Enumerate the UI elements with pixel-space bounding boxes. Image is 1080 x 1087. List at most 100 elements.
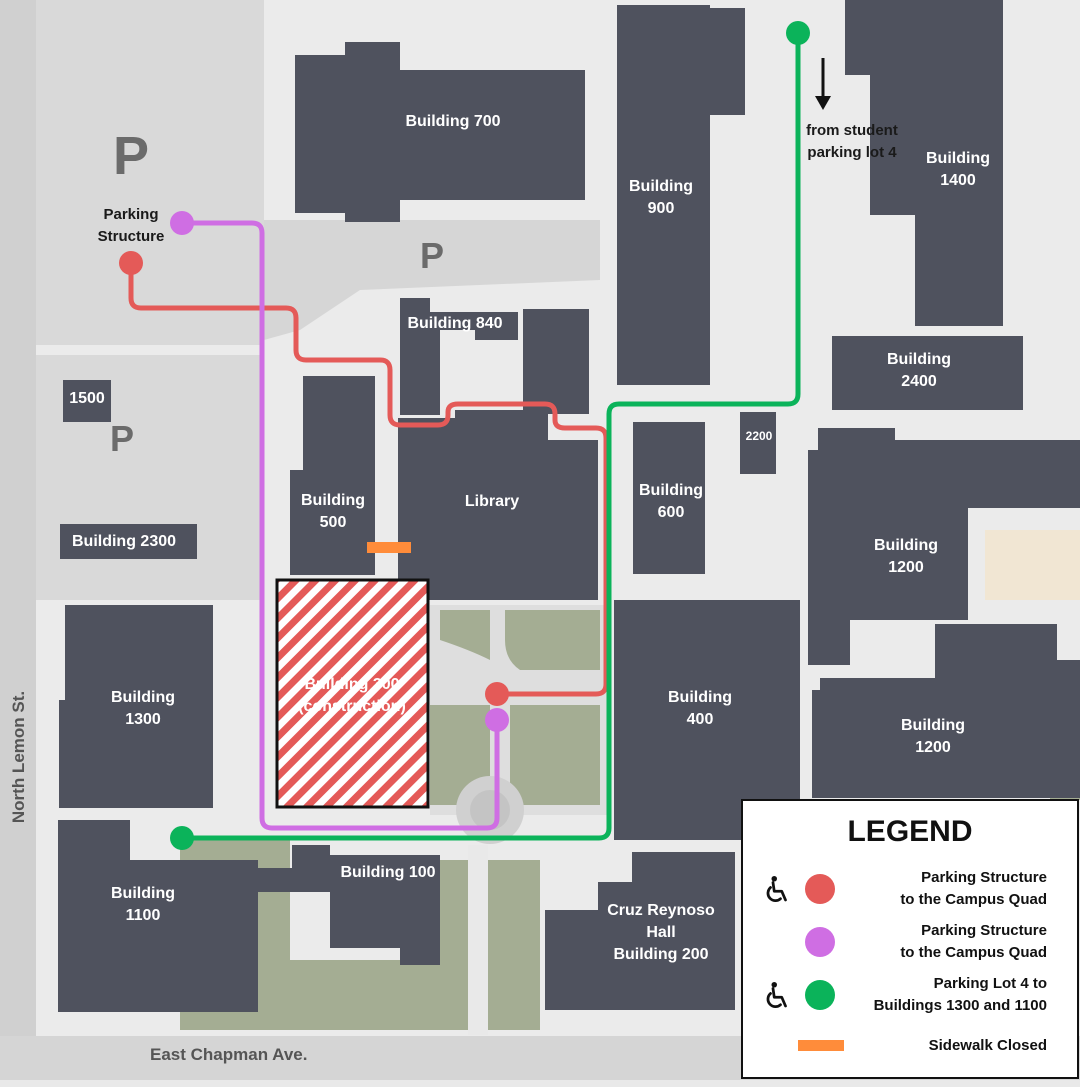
building-840-label: Building 840 bbox=[407, 315, 502, 332]
building-1400 bbox=[845, 0, 1003, 326]
building-500-label-line1: Building bbox=[301, 492, 365, 509]
building-2300 bbox=[60, 524, 197, 559]
sidewalk-closed-marker bbox=[367, 542, 411, 553]
green-route-start-dot bbox=[786, 21, 810, 45]
building-1200-lower-label-line1: Building bbox=[901, 717, 965, 734]
accessible-route-green bbox=[182, 33, 801, 841]
building-100-label: Building 100 bbox=[340, 864, 435, 881]
building-1200-lower bbox=[812, 624, 1080, 798]
legend-green-line2: Buildings 1300 and 1100 bbox=[873, 997, 1047, 1014]
building-2300-label: Building 2300 bbox=[72, 533, 176, 550]
purple-route-start-dot bbox=[170, 211, 194, 235]
building-200-label-line1: Cruz Reynoso bbox=[607, 902, 715, 919]
library bbox=[398, 410, 598, 600]
building-1100-label-line1: Building bbox=[111, 885, 175, 902]
down-arrow-icon bbox=[815, 58, 831, 110]
legend-green-line1: Parking Lot 4 to bbox=[933, 975, 1047, 992]
building-400-label-line1: Building bbox=[668, 689, 732, 706]
wheelchair-icon bbox=[766, 982, 787, 1008]
wheelchair-icon bbox=[766, 876, 787, 902]
building-1100 bbox=[58, 820, 258, 1012]
legend-item-purple-text: Parking Structure to the Campus Quad bbox=[900, 920, 1047, 964]
legend-red-line2: to the Campus Quad bbox=[900, 891, 1047, 908]
building-1500-label: 1500 bbox=[69, 390, 105, 407]
east-chapman-street-label: East Chapman Ave. bbox=[150, 1045, 307, 1064]
building-300-construction-zone bbox=[275, 578, 430, 809]
building-1200-upper-label-line1: Building bbox=[874, 537, 938, 554]
legend-red-line1: Parking Structure bbox=[921, 869, 1047, 886]
legend-item-red-route: Parking Structure to the Campus Quad bbox=[743, 867, 1077, 919]
building-840-annex bbox=[523, 309, 589, 414]
building-shapes bbox=[58, 0, 1080, 1012]
building-100 bbox=[258, 845, 440, 965]
campus-quad bbox=[180, 605, 1080, 1035]
purple-route-end-dot bbox=[485, 708, 509, 732]
legend-item-sidewalk-closed: Sidewalk Closed bbox=[743, 1035, 1077, 1087]
library-label: Library bbox=[465, 493, 519, 510]
building-600 bbox=[633, 422, 705, 574]
building-840 bbox=[400, 298, 518, 415]
building-900-label-line2: 900 bbox=[648, 200, 675, 217]
building-1300 bbox=[59, 605, 213, 808]
sand-area bbox=[985, 530, 1080, 600]
legend-item-red-text: Parking Structure to the Campus Quad bbox=[900, 867, 1047, 911]
building-2200 bbox=[740, 412, 776, 474]
from-lot4-label-line1: from student bbox=[806, 122, 898, 139]
building-1200-upper bbox=[808, 428, 1080, 665]
parking-lot-center bbox=[264, 220, 600, 340]
building-500-label-line2: 500 bbox=[320, 514, 347, 531]
legend-red-dot bbox=[805, 874, 835, 904]
legend-item-green-route: Parking Lot 4 to Buildings 1300 and 1100 bbox=[743, 973, 1077, 1025]
from-lot4-label-line2: parking lot 4 bbox=[807, 144, 897, 161]
building-1400-label-line1: Building bbox=[926, 150, 990, 167]
building-900-label-line1: Building bbox=[629, 178, 693, 195]
building-2400-label-line1: Building bbox=[887, 351, 951, 368]
building-2400-label-line2: 2400 bbox=[901, 373, 937, 390]
legend-purple-line2: to the Campus Quad bbox=[900, 944, 1047, 961]
building-1100-label-line2: 1100 bbox=[126, 907, 161, 924]
building-1200-lower-label-line2: 1200 bbox=[915, 739, 951, 756]
building-600-label-line1: Building bbox=[639, 482, 703, 499]
red-route-end-dot bbox=[485, 682, 509, 706]
accessible-route-red bbox=[128, 263, 609, 697]
red-route-start-dot bbox=[119, 251, 143, 275]
parking-structure-label-line1: Parking bbox=[103, 206, 158, 223]
building-2400 bbox=[832, 336, 1023, 410]
building-700 bbox=[295, 42, 585, 222]
building-1200-upper-label-line2: 1200 bbox=[888, 559, 924, 576]
building-400 bbox=[614, 600, 800, 840]
building-200-label-line3: Building 200 bbox=[613, 946, 708, 963]
north-lemon-street bbox=[0, 0, 36, 1080]
legend-sidewalk-closed-bar bbox=[798, 1040, 844, 1051]
building-2200-label: 2200 bbox=[746, 429, 773, 443]
parking-structure-label-line2: Structure bbox=[98, 228, 165, 245]
legend-sidewalk-closed-text: Sidewalk Closed bbox=[928, 1037, 1047, 1054]
legend-panel: LEGEND Parking Structure to the Campus Q… bbox=[741, 799, 1079, 1079]
parking-marker-structure: P bbox=[113, 126, 149, 186]
parking-structure-area bbox=[36, 0, 264, 345]
legend-item-purple-route: Parking Structure to the Campus Quad bbox=[743, 920, 1077, 972]
building-1400-label-line2: 1400 bbox=[940, 172, 976, 189]
legend-purple-line1: Parking Structure bbox=[921, 922, 1047, 939]
legend-item-green-text: Parking Lot 4 to Buildings 1300 and 1100 bbox=[874, 973, 1047, 1017]
building-1300-label-line2: 1300 bbox=[125, 711, 161, 728]
building-400-label-line2: 400 bbox=[687, 711, 714, 728]
building-900 bbox=[617, 5, 745, 385]
green-route-end-dot bbox=[170, 826, 194, 850]
north-lemon-street-label: North Lemon St. bbox=[9, 691, 28, 823]
building-200-label-line2: Hall bbox=[646, 924, 675, 941]
legend-green-dot bbox=[805, 980, 835, 1010]
building-700-label: Building 700 bbox=[405, 113, 500, 130]
legend-title: LEGEND bbox=[847, 815, 973, 848]
building-1300-label-line1: Building bbox=[111, 689, 175, 706]
route-purple bbox=[182, 220, 500, 831]
building-200 bbox=[545, 852, 735, 1010]
building-1500 bbox=[63, 380, 111, 422]
building-600-label-line2: 600 bbox=[658, 504, 685, 521]
building-300-label-line1: Building 300 bbox=[304, 676, 399, 693]
legend-purple-dot bbox=[805, 927, 835, 957]
parking-marker-west: P bbox=[110, 418, 134, 459]
building-300-label-line2: (construction) bbox=[298, 698, 406, 715]
